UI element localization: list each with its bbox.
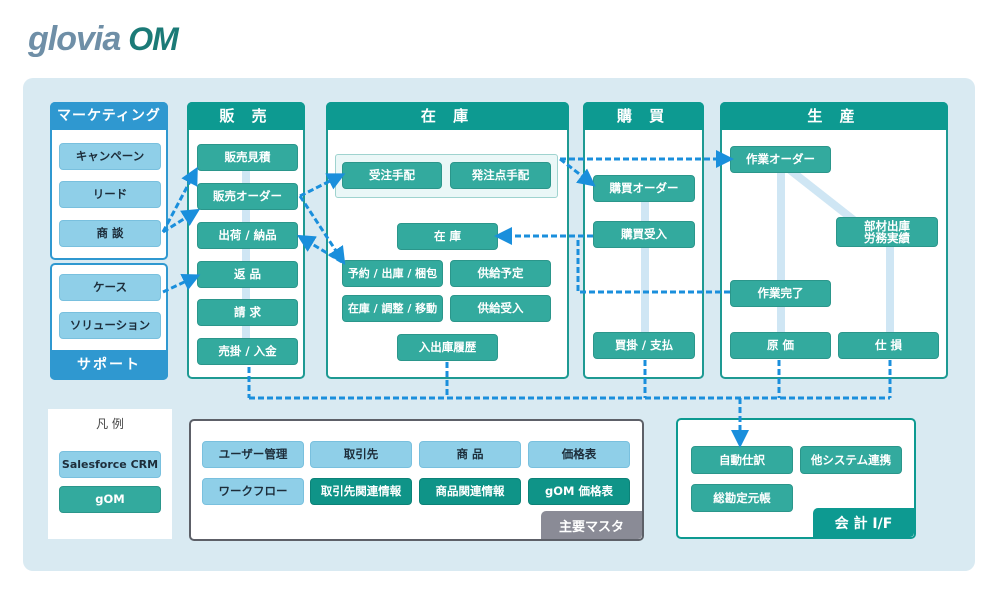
support-footer: サポート bbox=[50, 350, 168, 380]
shipment-delivery-box[interactable]: 出荷 / 納品 bbox=[197, 222, 298, 249]
labor-result-label: 労務実績 bbox=[864, 231, 910, 245]
wip-box[interactable]: 仕 損 bbox=[838, 332, 939, 359]
product-box[interactable]: 商 品 bbox=[419, 441, 521, 468]
user-management-box[interactable]: ユーザー管理 bbox=[202, 441, 304, 468]
sales-header: 販 売 bbox=[187, 102, 305, 130]
billing-box[interactable]: 請 求 bbox=[197, 299, 298, 326]
logo-text-glovia: glovia bbox=[28, 20, 121, 58]
case-box[interactable]: ケース bbox=[59, 274, 161, 301]
solution-box[interactable]: ソリューション bbox=[59, 312, 161, 339]
stock-box[interactable]: 在 庫 bbox=[397, 223, 498, 250]
parts-issue-label: 部材出庫 bbox=[864, 219, 910, 233]
legend-title: 凡 例 bbox=[96, 417, 124, 431]
order-arrangement-box[interactable]: 受注手配 bbox=[342, 162, 442, 189]
gom-price-list-box[interactable]: gOM 価格表 bbox=[528, 478, 630, 505]
master-tag: 主要マスタ bbox=[541, 511, 642, 539]
purchase-receipt-box[interactable]: 購買受入 bbox=[593, 221, 695, 248]
production-flow-bar bbox=[777, 172, 785, 337]
supply-plan-box[interactable]: 供給予定 bbox=[450, 260, 551, 287]
price-list-box[interactable]: 価格表 bbox=[528, 441, 630, 468]
opportunity-box[interactable]: 商 談 bbox=[59, 220, 161, 247]
legend-salesforce-crm: Salesforce CRM bbox=[59, 451, 161, 478]
reserve-ship-pack-box[interactable]: 予約 / 出庫 / 梱包 bbox=[342, 260, 443, 287]
production-flow-bar-right bbox=[886, 245, 894, 337]
returns-box[interactable]: 返 品 bbox=[197, 261, 298, 288]
inventory-history-box[interactable]: 入出庫履歴 bbox=[397, 334, 498, 361]
campaign-box[interactable]: キャンペーン bbox=[59, 143, 161, 170]
auto-journal-box[interactable]: 自動仕訳 bbox=[691, 446, 793, 474]
stock-adjust-move-box[interactable]: 在庫 / 調整 / 移動 bbox=[342, 295, 443, 322]
receivables-box[interactable]: 売掛 / 入金 bbox=[197, 338, 298, 365]
inventory-header: 在 庫 bbox=[326, 102, 569, 130]
reorder-point-box[interactable]: 発注点手配 bbox=[450, 162, 551, 189]
work-complete-box[interactable]: 作業完了 bbox=[730, 280, 831, 307]
marketing-header: マーケティング bbox=[50, 102, 168, 130]
customer-box[interactable]: 取引先 bbox=[310, 441, 412, 468]
cost-box[interactable]: 原 価 bbox=[730, 332, 831, 359]
general-ledger-box[interactable]: 総勘定元帳 bbox=[691, 484, 793, 512]
logo-text-om: OM bbox=[128, 21, 179, 57]
sales-quote-box[interactable]: 販売見積 bbox=[197, 144, 298, 171]
accounting-tag: 会 計 I/F bbox=[813, 508, 914, 537]
sales-flow-bar bbox=[242, 150, 250, 365]
lead-box[interactable]: リード bbox=[59, 181, 161, 208]
legend-gom: gOM bbox=[59, 486, 161, 513]
payables-box[interactable]: 買掛 / 支払 bbox=[593, 332, 695, 359]
purchase-order-box[interactable]: 購買オーダー bbox=[593, 175, 695, 202]
parts-labor-box[interactable]: 部材出庫 労務実績 bbox=[836, 217, 938, 247]
sales-order-box[interactable]: 販売オーダー bbox=[197, 183, 298, 210]
customer-related-info-box[interactable]: 取引先関連情報 bbox=[310, 478, 412, 505]
work-order-box[interactable]: 作業オーダー bbox=[730, 146, 831, 173]
supply-receipt-box[interactable]: 供給受入 bbox=[450, 295, 551, 322]
purchase-header: 購 買 bbox=[583, 102, 704, 130]
product-related-info-box[interactable]: 商品関連情報 bbox=[419, 478, 521, 505]
workflow-box[interactable]: ワークフロー bbox=[202, 478, 304, 505]
production-header: 生 産 bbox=[720, 102, 948, 130]
other-system-integration-box[interactable]: 他システム連携 bbox=[800, 446, 902, 474]
